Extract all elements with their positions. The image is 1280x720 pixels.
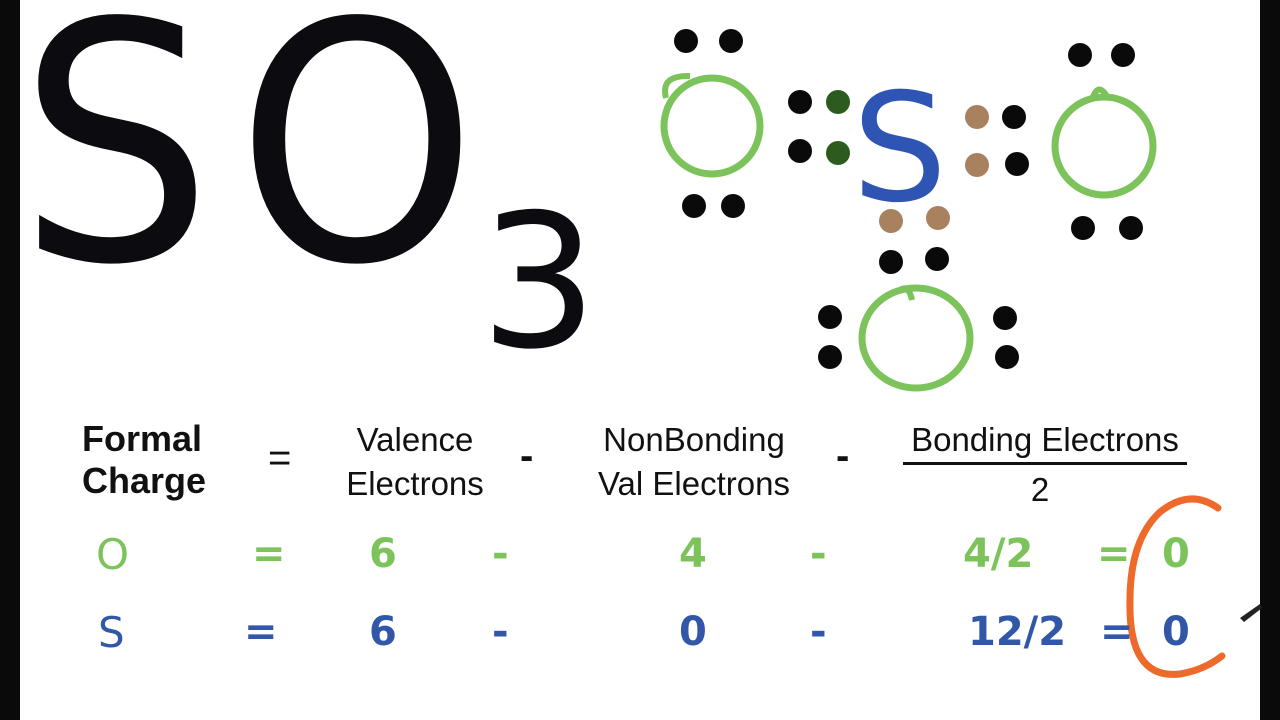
lone-pair-dot bbox=[925, 247, 949, 271]
lone-pair-dot bbox=[818, 305, 842, 329]
lone-pair-dot bbox=[721, 194, 745, 218]
lone-pair-dot bbox=[993, 306, 1017, 330]
right-border bbox=[1260, 0, 1280, 720]
minus-sign-1: - bbox=[520, 434, 534, 478]
bond-dot-brown bbox=[926, 206, 950, 230]
bond-dot-green bbox=[826, 90, 850, 114]
lone-pair-dot bbox=[1111, 43, 1135, 67]
bond-dot-brown bbox=[879, 209, 903, 233]
row-s-result: 0 bbox=[1162, 609, 1190, 655]
lone-pair-dot bbox=[1005, 152, 1029, 176]
row-o-minus-1: - bbox=[492, 531, 509, 577]
formula-subscript: 3 bbox=[480, 174, 598, 390]
nonbonding-term: NonBonding Val Electrons bbox=[598, 421, 790, 502]
row-s-valence: 6 bbox=[369, 609, 397, 655]
row-o-atom: O bbox=[96, 530, 130, 579]
formula-sulfur: S bbox=[18, 0, 213, 337]
row-s-atom: S bbox=[98, 608, 125, 657]
oxygen-right-tail bbox=[1089, 86, 1111, 101]
lone-pair-dot bbox=[1071, 216, 1095, 240]
lone-pair-dot bbox=[674, 29, 698, 53]
lone-pair-dot bbox=[879, 250, 903, 274]
lone-pair-dot bbox=[1119, 216, 1143, 240]
oxygen-left-tail bbox=[662, 72, 691, 99]
formal-charge-label: Formal Charge bbox=[82, 418, 207, 501]
row-s-equals-2: = bbox=[1100, 609, 1134, 655]
result-bracket bbox=[1126, 495, 1226, 678]
lone-pair-dot bbox=[818, 345, 842, 369]
bonding-denominator: 2 bbox=[1030, 471, 1050, 508]
fraction-bar bbox=[903, 462, 1187, 465]
row-o-equals-2: = bbox=[1097, 531, 1131, 577]
lone-pair-dot bbox=[788, 139, 812, 163]
row-s-minus-1: - bbox=[492, 609, 509, 655]
bond-dot-brown bbox=[965, 105, 989, 129]
row-o-minus-2: - bbox=[810, 531, 827, 577]
pen-cursor-icon bbox=[1240, 604, 1262, 622]
oxygen-bottom-tail bbox=[895, 285, 915, 301]
equals-sign: = bbox=[268, 436, 292, 480]
row-o-bonding-half: 4/2 bbox=[963, 531, 1034, 577]
row-s-bonding-half: 12/2 bbox=[968, 609, 1067, 655]
bonding-numerator: Bonding Electrons bbox=[911, 421, 1179, 458]
bond-dot-brown bbox=[965, 153, 989, 177]
bond-dot-green bbox=[826, 141, 850, 165]
row-o-valence: 6 bbox=[369, 531, 397, 577]
row-o-equals: = bbox=[252, 531, 286, 577]
sulfur-center: S bbox=[852, 62, 947, 236]
valence-electrons-term: Valence Electrons bbox=[346, 421, 484, 502]
lone-pair-dot bbox=[995, 345, 1019, 369]
oxygen-left-circle bbox=[660, 74, 764, 178]
formula-oxygen: O bbox=[236, 0, 478, 337]
lone-pair-dot bbox=[1002, 105, 1026, 129]
lone-pair-dot bbox=[788, 90, 812, 114]
minus-sign-2: - bbox=[836, 434, 850, 478]
row-s-equals: = bbox=[244, 609, 278, 655]
row-s-nonbonding: 0 bbox=[679, 609, 707, 655]
row-s-minus-2: - bbox=[810, 609, 827, 655]
row-o-nonbonding: 4 bbox=[679, 531, 707, 577]
left-border bbox=[0, 0, 20, 720]
oxygen-right-circle bbox=[1051, 93, 1157, 199]
lone-pair-dot bbox=[682, 194, 706, 218]
lone-pair-dot bbox=[1068, 43, 1092, 67]
oxygen-bottom-circle bbox=[858, 284, 974, 392]
lone-pair-dot bbox=[719, 29, 743, 53]
row-o-result: 0 bbox=[1162, 531, 1190, 577]
